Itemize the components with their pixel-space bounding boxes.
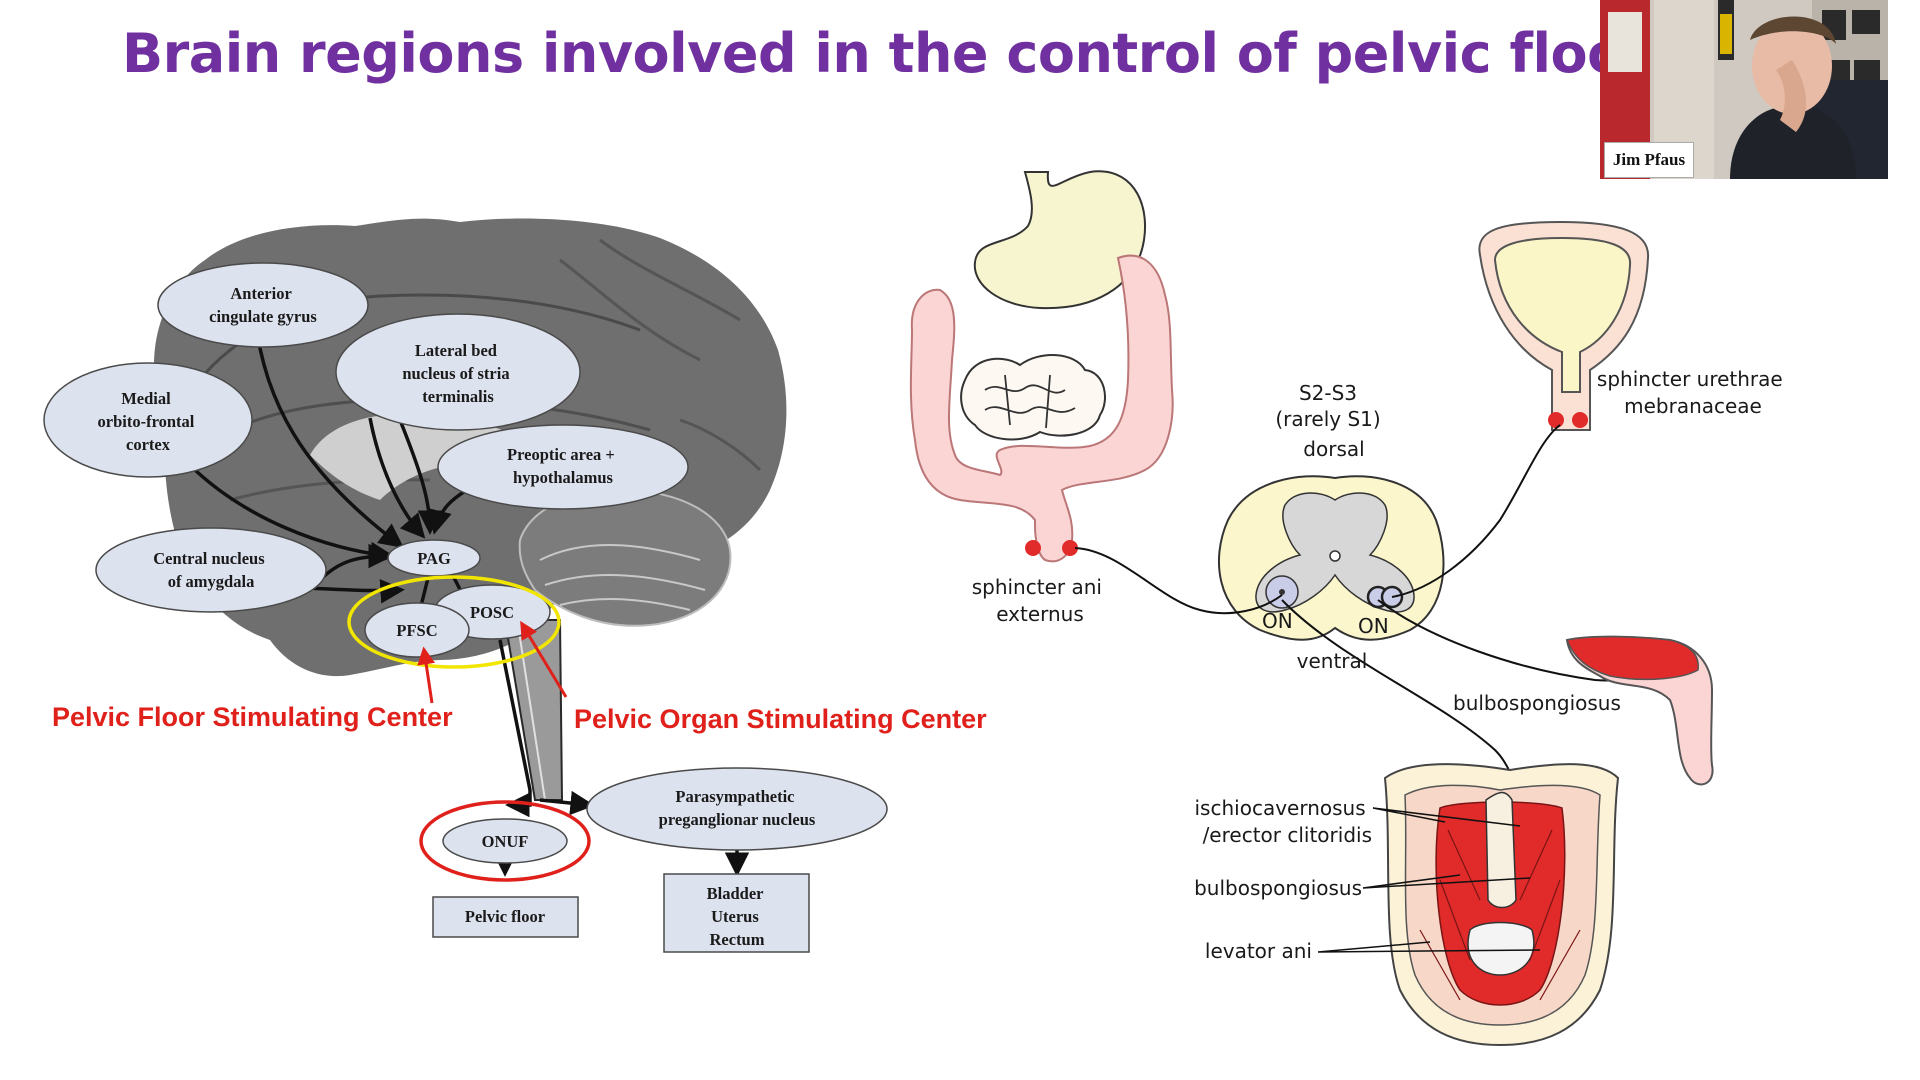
participant-video-frame: [1600, 0, 1888, 179]
sphincter-urethrae-marker: [1548, 412, 1564, 428]
label-dorsal: dorsal: [1303, 437, 1364, 461]
label-bulbospongiosus-top: bulbospongiosus: [1453, 691, 1621, 715]
label-bulbospongiosus: bulbospongiosus: [1194, 876, 1362, 900]
participant-video[interactable]: [1600, 0, 1888, 179]
anatomy-diagram: S2-S3 (rarely S1) dorsal ventral ON ON s…: [909, 170, 1789, 1047]
spinal-level-label: S2-S3: [1299, 381, 1357, 405]
node-lbnst: [335, 313, 581, 431]
node-cna: [95, 527, 327, 613]
label-sphincter-ani: sphincter ani externus: [972, 575, 1109, 626]
label-on-left: ON: [1262, 609, 1293, 633]
box-organs-label: Bladder Uterus Rectum: [707, 884, 768, 949]
stomach: [973, 170, 1146, 310]
node-acc: [157, 262, 369, 348]
node-mofc: [43, 362, 253, 478]
box-organs: [663, 873, 810, 953]
label-ventral: ventral: [1297, 649, 1368, 673]
node-parasym: [586, 767, 888, 851]
box-pelvic-floor-label: Pelvic floor: [465, 907, 545, 926]
spinal-level-note: (rarely S1): [1275, 407, 1380, 431]
highlight-ring-onuf: [419, 800, 591, 882]
node-acc-label: Anterior cingulate gyrus: [209, 284, 317, 326]
node-pfsc: [364, 602, 470, 658]
node-lbnst-label: Lateral bed nucleus of stria terminalis: [402, 341, 513, 406]
label-sphincter-urethrae: sphincter urethrae mebranaceae: [1597, 367, 1789, 418]
node-onuf: [442, 818, 568, 864]
brain-diagram: Anterior cingulate gyrus Lateral bed nuc…: [43, 218, 987, 953]
node-onuf-label: ONUF: [482, 832, 529, 851]
label-levator-ani: levator ani: [1205, 939, 1312, 963]
label-ischiocavernosus: ischiocavernosus /erector clitoridis: [1195, 796, 1373, 847]
node-posc-label: POSC: [470, 603, 514, 622]
node-cna-label: Central nucleus of amygdala: [153, 549, 269, 591]
box-pelvic-floor: [432, 896, 579, 938]
label-posc-full: Pelvic Organ Stimulating Center: [574, 704, 987, 734]
node-parasym-label: Parasympathetic preganglionar nucleus: [659, 787, 816, 829]
node-pag-label: PAG: [417, 549, 451, 568]
label-pfsc-full: Pelvic Floor Stimulating Center: [52, 702, 453, 732]
slide-title: Brain regions involved in the control of…: [122, 22, 1602, 85]
highlight-ring-centers: [347, 575, 561, 669]
node-poa-label: Preoptic area + hypothalamus: [507, 445, 619, 487]
participant-name-tag: Jim Pfaus: [1604, 142, 1694, 178]
sphincter-ani-marker: [1025, 540, 1041, 556]
label-on-right: ON: [1358, 614, 1389, 638]
node-mofc-label: Medial orbito-frontal cortex: [98, 389, 199, 454]
large-intestine: [909, 254, 1174, 563]
node-poa: [437, 424, 689, 510]
small-intestine: [960, 353, 1106, 441]
node-pfsc-label: PFSC: [396, 621, 437, 640]
